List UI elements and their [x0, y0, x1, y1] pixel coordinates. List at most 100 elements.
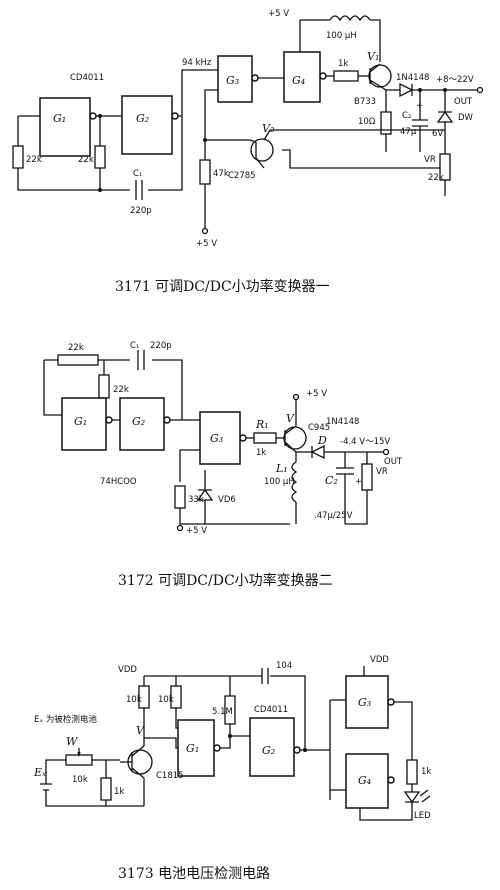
- ic-label: 74HCOO: [100, 477, 137, 487]
- resistor-r1: [253, 432, 277, 444]
- led: [359, 784, 421, 821]
- r1-value: 1k: [256, 448, 266, 458]
- led-label: LED: [414, 811, 431, 821]
- gate-g1-label: G₁: [74, 415, 87, 428]
- zener-dw: [436, 90, 454, 150]
- r5m1-label: 5.1M: [212, 707, 233, 717]
- inductor-value: 100 μH: [264, 477, 295, 487]
- diode-d: [310, 444, 325, 460]
- inductor-label: 100 μH: [326, 31, 357, 41]
- resistor-33k: [174, 485, 186, 509]
- r22k-a-label: 22k: [68, 343, 84, 353]
- output-terminal: [476, 86, 484, 94]
- gate-g2: [121, 95, 173, 155]
- gate-g3: [217, 55, 253, 103]
- gate-g3: [345, 675, 389, 729]
- c2-plus: +: [416, 101, 423, 111]
- gate-g2-label: G₂: [136, 112, 149, 125]
- vcc-bottom: +5 V: [196, 239, 217, 249]
- r33k-label: 33k: [188, 495, 204, 505]
- circuit-3171: CD4011 G₁ G₂ 22k 22k C₁ 220p 94 kHz G₃ G…: [12, 9, 484, 295]
- gate-g2-bubble: [171, 112, 179, 120]
- diode-part: 1N4148: [326, 417, 359, 427]
- v2-type: C2785: [228, 171, 256, 181]
- caption-3173: 3173 电池电压检测电路: [118, 866, 270, 882]
- potentiometer-vr: [361, 463, 373, 491]
- transistor-v1: [368, 64, 392, 88]
- resistor-r1: [12, 145, 24, 169]
- transistor-label: V: [136, 724, 145, 737]
- capacitor-c2: [336, 452, 354, 524]
- gate-g1: [39, 97, 91, 157]
- gate-g1-label: G₁: [53, 112, 66, 125]
- gate-g4-label: G₄: [358, 774, 371, 787]
- transistor-v2: [250, 138, 274, 162]
- output-terminal: [382, 448, 390, 456]
- gate-g1: [177, 719, 215, 777]
- diode-label: D: [317, 434, 327, 447]
- vcc-top: +5 V: [306, 389, 327, 399]
- c1-label: C₁: [130, 341, 139, 351]
- c2-value: 47μ: [400, 127, 417, 137]
- ex-note: Eₓ 为被检测电池: [34, 714, 97, 725]
- capacitor-c2: [412, 90, 428, 152]
- gate-g3-bubble: [251, 74, 259, 82]
- c1-label: C₁: [133, 169, 142, 179]
- gate-g2: [119, 397, 165, 451]
- transistor-type: C945: [308, 423, 330, 433]
- r1-label: 22k: [26, 155, 42, 165]
- r2-label: 22k: [78, 155, 94, 165]
- r10k-a-label: 10k: [126, 695, 142, 705]
- vdd-left: VDD: [118, 665, 137, 675]
- pot-label: VR: [376, 467, 388, 477]
- output-voltage: -4.4 V～15V: [340, 437, 390, 447]
- gate-g1: [61, 397, 107, 451]
- freq-label: 94 kHz: [182, 58, 212, 68]
- zener-vd6: [196, 470, 214, 524]
- gate-g1-label: G₁: [186, 742, 199, 755]
- resistor-22k-a: [57, 354, 99, 366]
- capacitor-c1: [135, 180, 143, 200]
- v1-label: V₁: [367, 50, 379, 63]
- zener-label: VD6: [218, 495, 236, 505]
- gate-g4: [345, 753, 389, 809]
- resistor-1k: [333, 70, 359, 82]
- transistor-type: C1815: [156, 771, 184, 781]
- inductor-100uh: [329, 15, 371, 22]
- ic-label: CD4011: [70, 73, 104, 83]
- pot-label: W: [66, 735, 79, 748]
- c2-value: .47μ/25V: [314, 511, 353, 521]
- pot-value: 10k: [72, 775, 88, 785]
- gate-g2-label: G₂: [262, 744, 275, 757]
- c1-value: 220p: [130, 206, 152, 216]
- output-label: OUT: [454, 97, 473, 107]
- gate-g3: [199, 411, 241, 465]
- circuit-3173: VDD 10k 10k 5.1M 104 CD4011 G₁ G₂ VDD G₃…: [33, 655, 431, 882]
- c2-plus: +: [355, 477, 362, 487]
- resistor-10ohm: [380, 111, 392, 135]
- gate-g4-bubble: [319, 72, 327, 80]
- gate-g1-bubble: [89, 112, 97, 120]
- r-1k-label: 1k: [338, 59, 348, 69]
- gate-g2: [249, 717, 295, 777]
- c2-label: C₂: [402, 111, 411, 121]
- r1k-led-label: 1k: [421, 767, 431, 777]
- c1-value: 220p: [150, 341, 172, 351]
- resistor-1k: [100, 777, 112, 801]
- v2-label: V₂: [262, 122, 274, 135]
- gate-g3-label: G₃: [210, 432, 223, 445]
- caption-3171: 3171 可调DC/DC小功率变换器一: [115, 278, 330, 295]
- transistor-label: V: [286, 412, 295, 425]
- diode-1n4148: [399, 82, 414, 98]
- inductor-label: L₁: [275, 462, 288, 475]
- battery-label: Eₓ: [33, 766, 46, 779]
- r1-label: R₁: [255, 418, 269, 431]
- r22k-b-label: 22k: [113, 385, 129, 395]
- vcc-top: +5 V: [268, 9, 289, 19]
- inductor-l1: [291, 461, 298, 503]
- vdd-right: VDD: [370, 655, 389, 665]
- capacitor-c1: [137, 350, 145, 370]
- caption-3172: 3172 可调DC/DC小功率变换器二: [118, 572, 333, 589]
- gate-g4-label: G₄: [292, 74, 305, 87]
